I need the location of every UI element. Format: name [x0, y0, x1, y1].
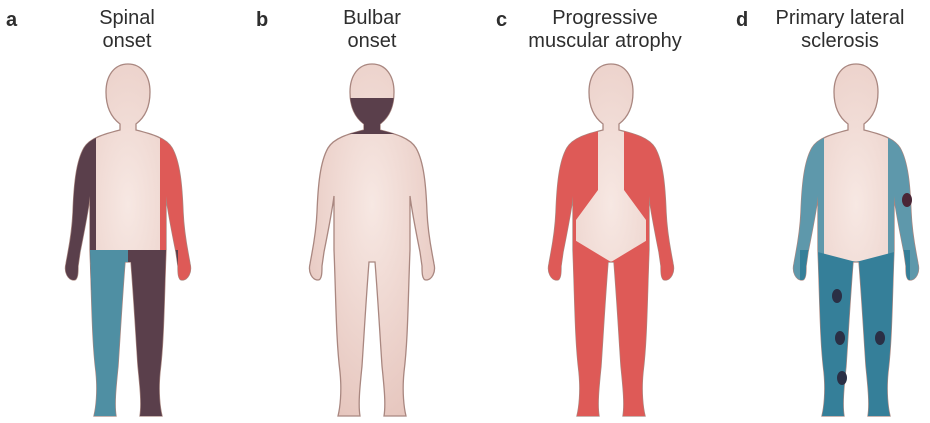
body-silhouette — [65, 64, 190, 416]
panel-progressive-muscular-atrophy: c Progressive muscular atrophy — [480, 0, 710, 423]
panel-spinal-onset: a Spinal onset — [0, 0, 230, 423]
panel-primary-lateral-sclerosis: d Primary lateral sclerosis — [720, 0, 930, 423]
body-silhouette — [548, 64, 673, 416]
body-figure-bulbar-onset — [240, 0, 460, 423]
lesion-marker — [837, 371, 847, 385]
lesion-marker — [902, 193, 912, 207]
body-figure-progressive-muscular-atrophy — [480, 0, 710, 423]
affected-region-neck — [348, 98, 396, 134]
lesion-marker — [832, 289, 842, 303]
body-figure-spinal-onset — [0, 0, 230, 423]
body-silhouette — [793, 64, 918, 416]
lesion-marker — [835, 331, 845, 345]
affected-region-right-leg — [80, 250, 128, 423]
body-figure-primary-lateral-sclerosis — [720, 0, 930, 423]
panel-bulbar-onset: b Bulbar onset — [240, 0, 460, 423]
affected-region-legs — [550, 236, 670, 423]
lesion-marker — [875, 331, 885, 345]
